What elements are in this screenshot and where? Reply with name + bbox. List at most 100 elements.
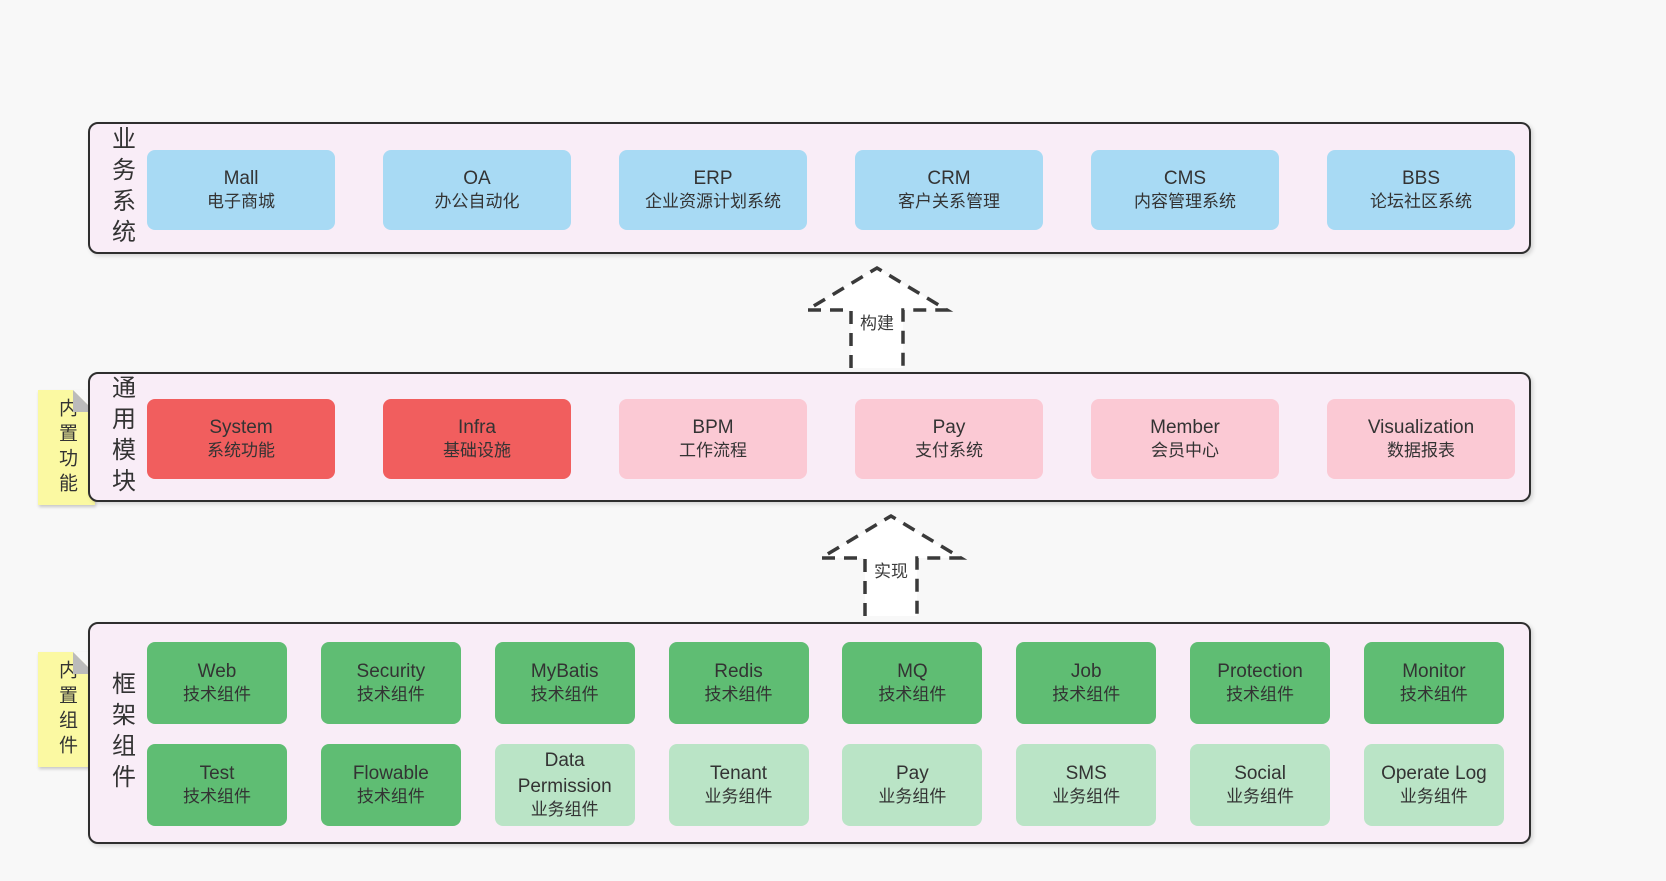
box-subtitle: 技术组件 bbox=[878, 685, 947, 705]
box-mybatis: MyBatis 技术组件 bbox=[494, 642, 635, 724]
box-subtitle: 业务组件 bbox=[878, 787, 947, 807]
box-erp: ERP 企业资源计划系统 bbox=[619, 150, 807, 230]
box-subtitle: 技术组件 bbox=[1052, 685, 1121, 705]
arrow-implement-label: 实现 bbox=[871, 556, 911, 583]
box-bpm: BPM 工作流程 bbox=[619, 399, 807, 479]
box-subtitle: 会员中心 bbox=[1151, 441, 1219, 461]
box-system: System 系统功能 bbox=[147, 399, 335, 479]
box-subtitle: 系统功能 bbox=[207, 441, 275, 461]
box-title: Redis bbox=[714, 660, 763, 682]
business-box-row: Mall 电子商城 OA 办公自动化 ERP 企业资源计划系统 CRM 客户关系… bbox=[147, 150, 1515, 230]
box-title: Web bbox=[197, 660, 237, 682]
box-protection: Protection 技术组件 bbox=[1190, 642, 1331, 724]
box-sms: SMS 业务组件 bbox=[1016, 744, 1157, 826]
box-title: Operate Log bbox=[1381, 762, 1487, 784]
box-operate-log: Operate Log 业务组件 bbox=[1363, 744, 1504, 826]
box-subtitle: 办公自动化 bbox=[434, 192, 520, 212]
box-title: Flowable bbox=[352, 762, 429, 784]
box-redis: Redis 技术组件 bbox=[668, 642, 809, 724]
box-mall: Mall 电子商城 bbox=[147, 150, 335, 230]
box-subtitle: 业务组件 bbox=[1052, 787, 1121, 807]
box-subtitle: 业务组件 bbox=[1226, 787, 1295, 807]
box-data-permission: Data Permission 业务组件 bbox=[494, 744, 635, 826]
box-pay-module: Pay 支付系统 bbox=[855, 399, 1043, 479]
box-subtitle: 内容管理系统 bbox=[1134, 192, 1236, 212]
box-title: Member bbox=[1150, 416, 1220, 438]
box-subtitle: 数据报表 bbox=[1387, 441, 1455, 461]
box-bbs: BBS 论坛社区系统 bbox=[1327, 150, 1515, 230]
box-oa: OA 办公自动化 bbox=[383, 150, 571, 230]
box-title: ERP bbox=[693, 167, 733, 189]
box-title: Infra bbox=[457, 416, 497, 438]
box-subtitle: 业务组件 bbox=[1399, 787, 1468, 807]
box-mq: MQ 技术组件 bbox=[842, 642, 983, 724]
modules-layer-title: 通用模块 bbox=[107, 375, 135, 499]
box-subtitle: 技术组件 bbox=[530, 685, 599, 705]
arrow-implement: 实现 bbox=[814, 510, 968, 616]
box-subtitle: 技术组件 bbox=[183, 685, 251, 705]
box-subtitle: 技术组件 bbox=[704, 685, 773, 705]
box-pay-component: Pay 业务组件 bbox=[842, 744, 983, 826]
box-title: MyBatis bbox=[530, 660, 599, 682]
box-title: Mall bbox=[223, 167, 259, 189]
box-job: Job 技术组件 bbox=[1016, 642, 1157, 724]
box-title: Security bbox=[356, 660, 426, 682]
arrow-build-label: 构建 bbox=[857, 308, 897, 335]
box-title: Job bbox=[1070, 660, 1102, 682]
box-title: Test bbox=[199, 762, 235, 784]
box-subtitle: 技术组件 bbox=[183, 787, 251, 807]
box-title: BPM bbox=[692, 416, 734, 438]
box-subtitle: 论坛社区系统 bbox=[1370, 192, 1472, 212]
box-title: Monitor bbox=[1402, 660, 1466, 682]
sticky-note-built-in-components: 内置组件 bbox=[38, 652, 95, 767]
box-subtitle: 基础设施 bbox=[443, 441, 511, 461]
box-visualization: Visualization 数据报表 bbox=[1327, 399, 1515, 479]
box-subtitle: 企业资源计划系统 bbox=[645, 192, 781, 212]
box-title: Data Permission bbox=[517, 749, 612, 797]
box-member: Member 会员中心 bbox=[1091, 399, 1279, 479]
business-layer-title: 业务系统 bbox=[107, 126, 135, 250]
box-subtitle: 业务组件 bbox=[530, 800, 599, 820]
box-title: MQ bbox=[897, 660, 928, 682]
sticky-note-built-in-features: 内置功能 bbox=[38, 390, 95, 505]
box-title: BBS bbox=[1401, 167, 1441, 189]
box-title: Visualization bbox=[1367, 416, 1475, 438]
business-layer: 业务系统 Mall 电子商城 OA 办公自动化 ERP 企业资源计划系统 CRM… bbox=[88, 122, 1531, 254]
box-tenant: Tenant 业务组件 bbox=[668, 744, 809, 826]
box-test: Test 技术组件 bbox=[147, 744, 287, 826]
box-title: SMS bbox=[1065, 762, 1107, 784]
box-subtitle: 技术组件 bbox=[1399, 685, 1468, 705]
box-title: OA bbox=[463, 167, 491, 189]
box-cms: CMS 内容管理系统 bbox=[1091, 150, 1279, 230]
box-subtitle: 客户关系管理 bbox=[898, 192, 1000, 212]
box-title: Protection bbox=[1217, 660, 1303, 682]
box-subtitle: 工作流程 bbox=[679, 441, 747, 461]
box-crm: CRM 客户关系管理 bbox=[855, 150, 1043, 230]
modules-box-row: System 系统功能 Infra 基础设施 BPM 工作流程 Pay 支付系统… bbox=[147, 399, 1515, 479]
box-title: System bbox=[209, 416, 273, 438]
components-box-row-1: Web 技术组件 Security 技术组件 MyBatis 技术组件 Redi… bbox=[147, 642, 1504, 724]
box-subtitle: 技术组件 bbox=[356, 685, 425, 705]
box-subtitle: 支付系统 bbox=[915, 441, 983, 461]
box-security: Security 技术组件 bbox=[320, 642, 461, 724]
box-title: Pay bbox=[896, 762, 929, 784]
components-layer-title: 框架组件 bbox=[107, 671, 135, 795]
box-title: Tenant bbox=[710, 762, 768, 784]
arrow-build: 构建 bbox=[800, 262, 954, 368]
box-flowable: Flowable 技术组件 bbox=[320, 744, 461, 826]
box-web: Web 技术组件 bbox=[147, 642, 287, 724]
components-box-row-2: Test 技术组件 Flowable 技术组件 Data Permission … bbox=[147, 744, 1504, 826]
box-subtitle: 技术组件 bbox=[1226, 685, 1295, 705]
box-social: Social 业务组件 bbox=[1190, 744, 1331, 826]
box-subtitle: 电子商城 bbox=[207, 192, 275, 212]
box-title: CRM bbox=[927, 167, 971, 189]
box-subtitle: 业务组件 bbox=[704, 787, 773, 807]
box-title: Pay bbox=[932, 416, 966, 438]
box-monitor: Monitor 技术组件 bbox=[1363, 642, 1504, 724]
modules-layer: 通用模块 System 系统功能 Infra 基础设施 BPM 工作流程 Pay… bbox=[88, 372, 1531, 502]
box-title: CMS bbox=[1163, 167, 1207, 189]
box-infra: Infra 基础设施 bbox=[383, 399, 571, 479]
box-title: Social bbox=[1234, 762, 1286, 784]
box-subtitle: 技术组件 bbox=[356, 787, 425, 807]
